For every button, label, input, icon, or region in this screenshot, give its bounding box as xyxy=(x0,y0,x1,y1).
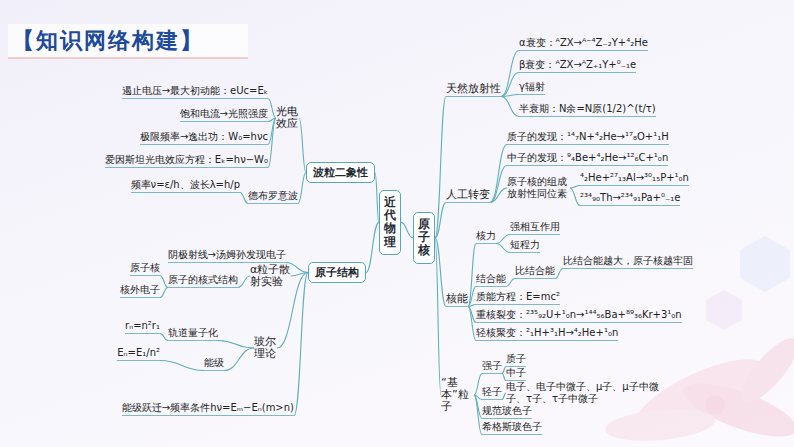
hexagon-decor xyxy=(706,290,742,330)
branch-text: 短程力 xyxy=(510,239,540,253)
title-rule xyxy=(8,58,248,59)
branch-line xyxy=(501,51,519,97)
branch-text: 德布罗意波 xyxy=(248,190,298,204)
branch-line xyxy=(160,361,204,371)
branch-text: 轨道量子化 xyxy=(168,327,218,341)
branch-text: 原子的核式结构 xyxy=(168,274,238,288)
branch-text: 能级 xyxy=(204,357,224,371)
branch-line xyxy=(570,186,580,189)
hexagon-decor xyxy=(740,236,790,292)
branch-text: rₙ=n²r₁ xyxy=(125,320,160,334)
branch-line xyxy=(160,334,168,341)
branch-text: 结合能 xyxy=(476,273,506,287)
branch-line xyxy=(502,393,506,400)
branch-text: 比结合能 xyxy=(515,265,555,279)
branch-text: 质子的发现：¹⁴₇N+⁴₂He→¹⁷₈O+¹₁H xyxy=(507,131,669,145)
branch-text: ⁴₂He+²⁷₁₃Al→³⁰₁₅P+¹₀n xyxy=(580,172,689,186)
branch-line xyxy=(160,276,168,288)
branch-line xyxy=(238,276,250,288)
branch-text: ²³⁴₉₀Th→²³⁴₉₁Pa+⁰₋₁e xyxy=(580,192,680,206)
branch-text: 饱和电流→光照强度 xyxy=(180,108,268,122)
branch-line xyxy=(496,235,510,244)
group-label: 原子核的组成 放射性同位素 xyxy=(507,176,570,200)
branch-line xyxy=(240,193,248,204)
node-text: 近代物理 xyxy=(384,196,396,249)
branch-line xyxy=(268,118,276,168)
branch-line xyxy=(298,173,306,204)
branch-line xyxy=(501,95,519,97)
branch-text: 半衰期：N余=N原(1/2)^(t/τ) xyxy=(519,103,656,117)
branch-text: 核外电子 xyxy=(120,284,160,298)
node-text: 原子核 xyxy=(418,218,430,258)
branch-line xyxy=(468,287,476,307)
branch-text: 阴极射线→汤姆孙发现电子 xyxy=(168,249,286,263)
group-label: α粒子散射实验 xyxy=(250,264,291,288)
branch-line xyxy=(224,348,254,371)
branch-text: 希格斯玻色子 xyxy=(482,421,542,435)
branch-text: 强相互作用 xyxy=(510,221,560,235)
branch-line xyxy=(474,395,482,435)
branch-box: 波粒二象性 xyxy=(306,162,375,183)
branch-line xyxy=(474,374,482,396)
branch-line xyxy=(468,305,476,307)
branch-text: α衰变：ᴬZX→ᴬ⁻⁴Z₋₂Y+⁴₂He xyxy=(519,37,648,51)
group-label: 光电效应 xyxy=(276,106,299,130)
group-label: 电子、电子中微子、μ子、μ子中微子、τ子、τ子中微子 xyxy=(506,381,676,405)
branch-line xyxy=(570,188,580,206)
branch-text: 轻核聚变：²₁H+³₁H→⁴₂He+¹₀n xyxy=(476,327,618,341)
node-text: 波粒二象性 xyxy=(313,165,368,180)
branch-text: 遏止电压→最大初动能：eUc=Eₖ xyxy=(122,85,268,99)
branch-text: 重核裂变：²³⁵₉₂U+¹₀n→¹⁴⁴₅₆Ba+⁸⁹₃₆Kr+3¹₀n xyxy=(476,309,682,323)
branch-text: 核力 xyxy=(476,230,496,244)
branch-connector xyxy=(401,222,413,237)
branch-text: 能级跃迁→频率条件hν=Eₘ−Eₙ(m>n) xyxy=(122,402,294,416)
branch-text: 质子 xyxy=(506,353,526,367)
branch-line xyxy=(468,244,476,307)
group-label: 玻尔理论 xyxy=(254,336,277,360)
branch-text: 极限频率→逸出功：W₀=hνc xyxy=(140,131,268,145)
branch-line xyxy=(490,166,507,203)
branch-line xyxy=(218,341,254,349)
branch-text: 人工转变 xyxy=(446,189,490,203)
branch-line xyxy=(501,97,519,117)
branch-text: 中子的发现：⁹₄Be+⁴₂He→¹²₆C+¹₀n xyxy=(507,152,668,166)
group-label: “基本”粒子 xyxy=(441,377,474,413)
branch-text: Eₙ=E₁/n² xyxy=(117,347,160,361)
branch-line xyxy=(435,203,446,238)
node-text: 原子结构 xyxy=(315,265,359,280)
branch-line xyxy=(435,97,446,238)
title-band xyxy=(8,24,248,58)
branch-box: 原子结构 xyxy=(308,262,366,283)
branch-line xyxy=(496,244,510,253)
branch-text: 核能 xyxy=(446,293,468,307)
branch-line xyxy=(490,145,507,203)
branch-line xyxy=(160,288,168,298)
branch-text: 频率ν=ε/h、波长λ=h/p xyxy=(131,179,240,193)
branch-line xyxy=(435,238,441,395)
branch-text: 原子核 xyxy=(130,262,160,276)
branch-text: 天然放射性 xyxy=(446,83,501,97)
branch-text: 轻子 xyxy=(482,386,502,400)
branch-connector xyxy=(366,222,379,272)
branch-text: 质能方程：E=mc² xyxy=(476,291,560,305)
branch-line xyxy=(468,307,476,341)
branch-line xyxy=(501,73,519,97)
branch-line xyxy=(555,269,563,279)
topic-box: 原子核 xyxy=(413,212,435,264)
branch-text: γ辐射 xyxy=(519,81,545,95)
branch-text: 规范玻色子 xyxy=(482,405,532,419)
branch-line xyxy=(299,118,306,173)
diagram-title: 【知识网络构建】 xyxy=(12,26,204,56)
branch-line xyxy=(294,273,308,416)
branch-line xyxy=(268,99,276,119)
branch-line xyxy=(490,188,507,203)
branch-line xyxy=(506,279,515,287)
branch-text: 强子 xyxy=(482,360,502,374)
branch-text: 爱因斯坦光电效应方程：Eₖ=hν−W₀ xyxy=(105,154,268,168)
topic-box: 近代物理 xyxy=(379,190,401,255)
branch-text: 中子 xyxy=(506,367,526,381)
branch-text: β衰变：ᴬZX→ᴬZ₊₁Y+⁰₋₁e xyxy=(519,59,636,73)
branch-text: 比结合能越大，原子核越牢固 xyxy=(563,255,693,269)
